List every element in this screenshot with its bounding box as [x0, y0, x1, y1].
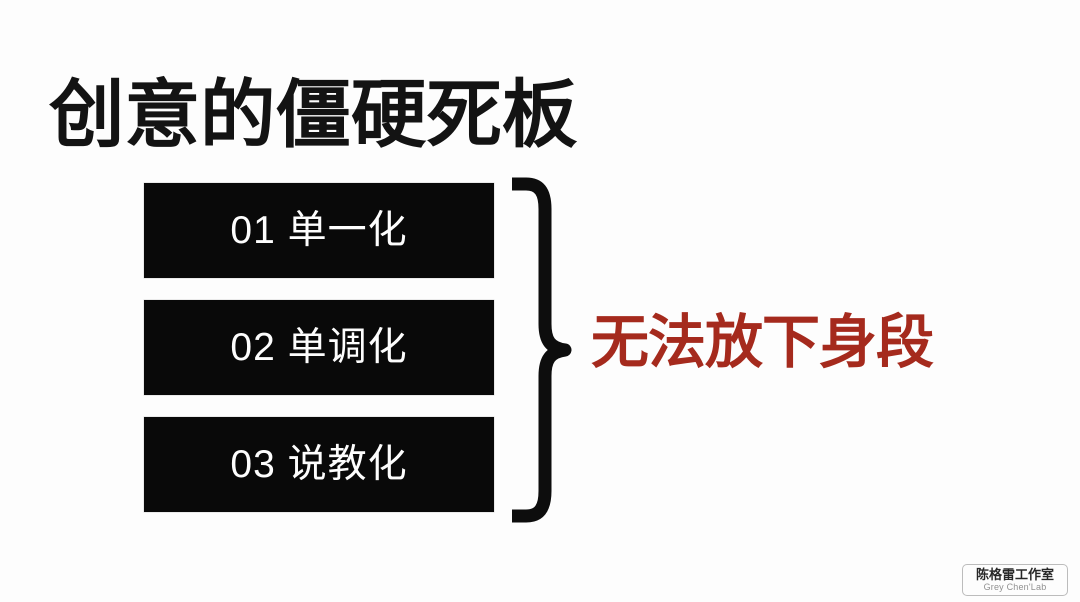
watermark-name-cn: 陈格雷工作室	[975, 566, 1054, 582]
list-item: 01 单一化	[144, 183, 494, 278]
list-item-label: 01 单一化	[230, 209, 408, 252]
watermark-name-en: Grey Chen'Lab	[983, 581, 1047, 592]
right-curly-brace-icon	[500, 176, 580, 524]
list-item: 02 单调化	[144, 300, 494, 395]
list-item: 03 说教化	[144, 417, 494, 512]
conclusion-text: 无法放下身段	[591, 310, 934, 375]
item-list: 01 单一化 02 单调化 03 说教化	[144, 183, 494, 512]
list-item-label: 02 单调化	[230, 326, 408, 369]
list-item-label: 03 说教化	[230, 443, 408, 486]
watermark-badge: 陈格雷工作室 Grey Chen'Lab	[962, 564, 1068, 596]
page-title: 创意的僵硬死板	[49, 74, 578, 157]
